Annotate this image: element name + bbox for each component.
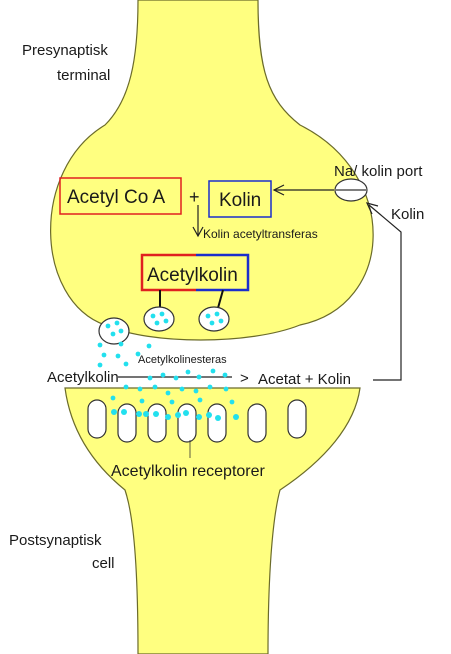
products-label: Acetat + Kolin [258, 371, 351, 388]
receptor [148, 404, 166, 442]
postsynaptic-label-line1: Postsynaptisk [9, 532, 102, 549]
receptor [288, 400, 306, 438]
esterase-label: Acetylkolinesteras [138, 354, 227, 366]
na-kolin-port-label: Na/ kolin port [334, 163, 423, 180]
receptor [248, 404, 266, 442]
na-kolin-port [335, 179, 367, 201]
plus-sign: + [189, 187, 200, 207]
transferase-label: Kolin acetyltransferas [203, 227, 318, 241]
acetyl-coa-label: Acetyl Co A [67, 187, 166, 208]
kolin-box-label: Kolin [219, 190, 261, 211]
acetylkolin-cleft-label: Acetylkolin [47, 369, 119, 386]
receptor [118, 404, 136, 442]
receptor [208, 404, 226, 442]
presynaptic-label-line1: Presynaptisk [22, 42, 108, 59]
reaction-arrow-head: > [240, 370, 249, 387]
receptor [178, 404, 196, 442]
presynaptic-label-line2: terminal [57, 67, 110, 84]
vesicle [144, 307, 174, 331]
vesicle [199, 307, 229, 331]
kolin-reuptake-label: Kolin [391, 206, 424, 223]
receptor [88, 400, 106, 438]
postsynaptic-label-line2: cell [92, 555, 115, 572]
receptors-label: Acetylkolin receptorer [111, 463, 266, 480]
vesicle [99, 318, 129, 344]
acetylkolin-box-label: Acetylkolin [147, 265, 238, 286]
